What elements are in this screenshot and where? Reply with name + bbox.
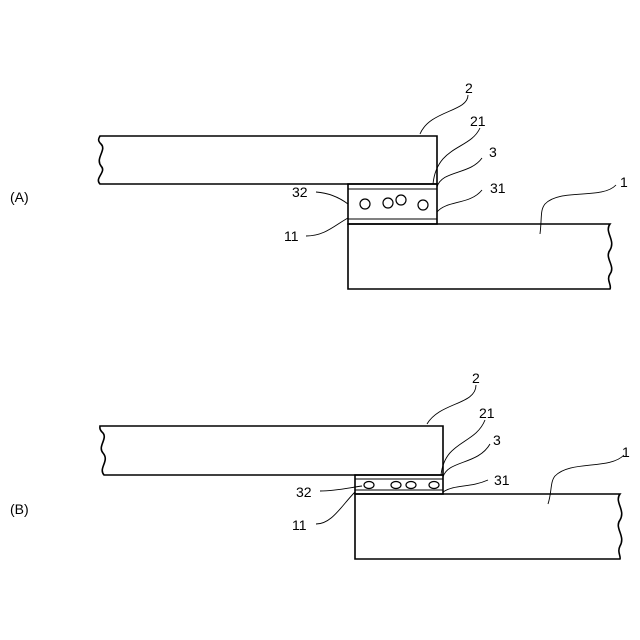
figure-a-particle <box>418 200 428 210</box>
figure-a-label-11: 11 <box>284 228 299 244</box>
figure-a-panel-label: (A) <box>10 189 29 205</box>
figure-a-label-1: 1 <box>620 174 628 190</box>
figure-b-label-1: 1 <box>622 444 630 460</box>
figure-b-panel-label: (B) <box>10 501 29 517</box>
figure-a-bonding-layer-3 <box>348 184 437 224</box>
figure-b-particle <box>364 482 374 489</box>
figure-b-particle <box>406 482 416 489</box>
figure-b-label-2: 2 <box>472 370 480 386</box>
figure-a-label-32: 32 <box>292 184 308 200</box>
figure-b-upper-member-2 <box>100 426 443 475</box>
figure-b-label-21: 21 <box>479 405 495 421</box>
figure-a-label-21: 21 <box>470 113 486 129</box>
figure-a: (A) 2 21 3 31 32 1 <box>10 80 628 289</box>
figure-a-upper-member-2 <box>98 136 437 184</box>
figure-b-label-31: 31 <box>494 472 510 488</box>
figure-b-label-11: 11 <box>292 517 307 533</box>
figure-a-lower-member-1 <box>348 224 612 289</box>
figure-b-leader-lines <box>316 385 624 524</box>
figure-a-label-2: 2 <box>465 80 473 96</box>
figure-a-particle <box>396 195 406 205</box>
figure-a-particle <box>360 199 370 209</box>
figure-b: (B) 2 21 3 31 32 1 <box>10 370 630 559</box>
figure-b-lower-member-1 <box>355 494 622 559</box>
figure-a-particle <box>383 198 393 208</box>
figure-a-label-3: 3 <box>489 144 497 160</box>
figure-b-label-3: 3 <box>493 432 501 448</box>
figure-b-particle <box>391 482 401 489</box>
figure-b-label-32: 32 <box>296 484 312 500</box>
figure-b-particle <box>429 482 439 489</box>
figure-a-label-31: 31 <box>490 180 506 196</box>
figure-a-leader-lines <box>306 95 616 236</box>
figure-b-bonding-layer-3 <box>355 475 443 494</box>
